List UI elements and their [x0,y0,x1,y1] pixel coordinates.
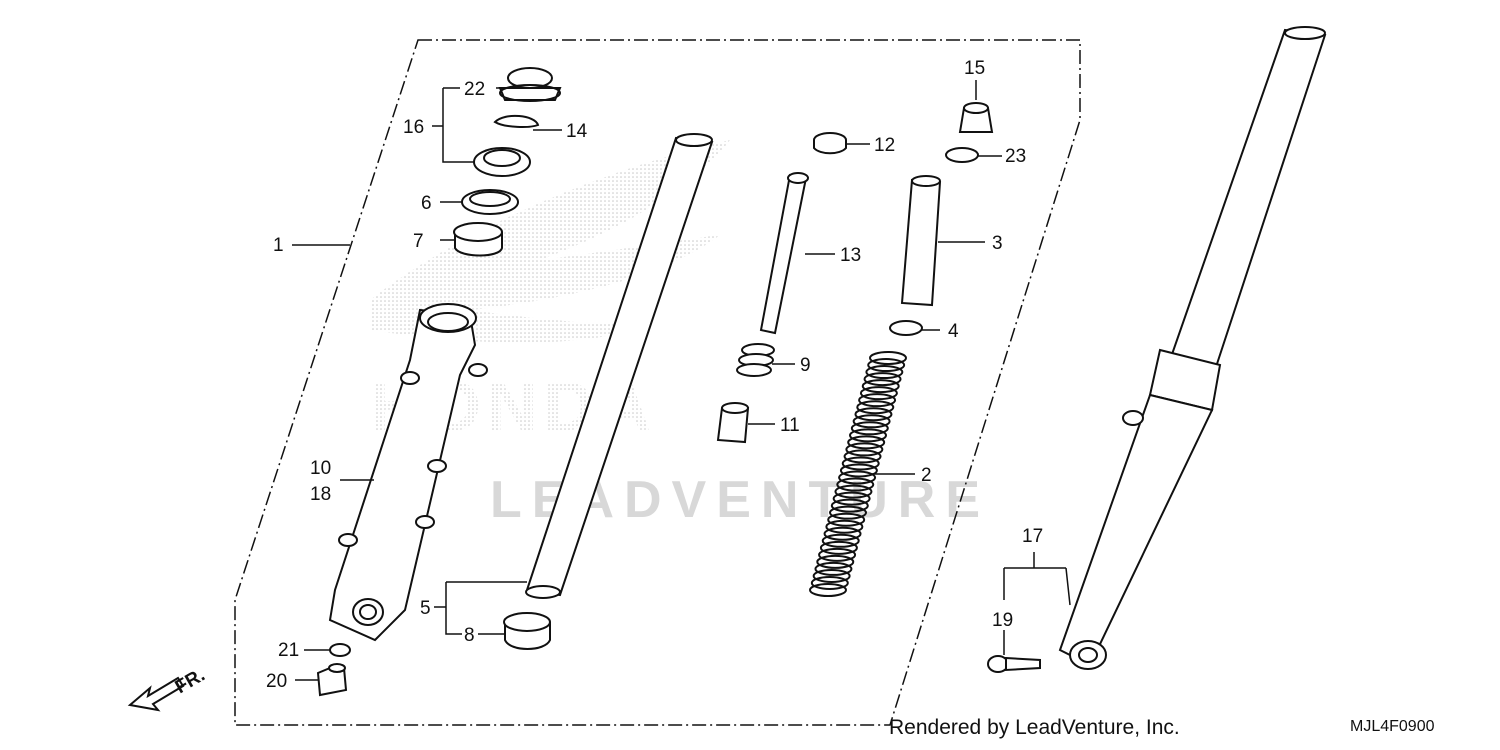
spring-coil [843,449,882,464]
spring-coil [845,442,884,457]
label-part-11: 11 [780,415,800,436]
label-part-18: 18 [310,484,331,505]
spring-coil [825,519,864,534]
label-part-2: 2 [921,465,932,486]
spring-coil [865,365,904,380]
spring-coil [859,386,898,401]
spring-coil [854,407,893,422]
part-number-labels: 1 2 3 4 5 6 7 8 9 10 11 12 13 14 15 16 1… [266,58,1043,692]
label-part-23: 23 [1005,146,1026,167]
label-part-14: 14 [566,121,588,142]
spring-coil [847,435,886,450]
spring-coil [841,456,880,471]
front-direction-arrow-icon: FR. [127,665,209,712]
part-3-spacer-pipe [900,175,942,307]
spring-coil [814,561,853,576]
spring-coil [809,583,847,597]
spring-coil [827,512,866,527]
assembly-boundary [234,39,1081,726]
spring-coil [850,421,889,436]
spring-coil [858,393,897,408]
spring-coil [830,498,869,513]
spring-coil [821,533,860,548]
part-14-clip [493,114,540,128]
label-part-19: 19 [992,610,1013,631]
label-part-12: 12 [874,135,895,156]
part-11-oil-lock-piece [716,402,750,444]
spring-coil [816,554,855,569]
spring-coil [839,463,878,478]
label-part-3: 3 [992,233,1003,254]
part-15-fork-bolt [958,102,994,133]
spring-coil [861,379,900,394]
spring-coil [832,491,871,506]
spring-coil [856,400,895,415]
label-part-7: 7 [413,231,424,252]
part-23-o-ring [945,147,979,163]
spring-coil [812,568,851,583]
label-part-20: 20 [266,671,287,692]
spring-coil [849,428,887,443]
label-part-13: 13 [840,245,861,266]
direction-label: FR. [172,665,209,698]
part-9-rebound-spring [736,343,775,377]
part-19-flange-bolt [987,655,1041,673]
part-8-slider-bushing [503,612,551,650]
label-part-10: 10 [310,458,331,479]
part-16-oil-seal [473,147,531,177]
label-part-22: 22 [464,79,485,100]
label-part-15: 15 [964,58,985,79]
spring-coil [829,505,867,520]
spring-coil [863,372,902,387]
label-part-17: 17 [1022,526,1043,547]
label-part-8: 8 [464,625,475,646]
leader-lines [292,80,1071,681]
spring-coil [810,575,849,590]
spring-coil [852,414,891,429]
part-22-dust-seal [498,67,562,102]
part-12-piston-ring [813,132,847,155]
label-part-6: 6 [421,193,432,214]
part-4-spring-seat [889,320,923,336]
part-7-bushing [453,222,503,257]
label-part-5: 5 [420,598,431,619]
spring-coil [818,547,857,562]
spring-coil [869,351,907,365]
rendered-by-credit: Rendered by LeadVenture, Inc. [889,716,1180,739]
part-2-fork-spring [809,351,907,597]
assembled-front-fork [1058,26,1327,670]
label-part-1: 1 [273,235,284,256]
label-part-9: 9 [800,355,811,376]
label-part-21: 21 [278,640,299,661]
diagram-code: MJL4F0900 [1350,718,1435,735]
part-21-washer [329,643,351,657]
label-part-4: 4 [948,321,959,342]
spring-coil [834,484,873,499]
spring-coil [867,358,906,373]
part-10-18-fork-slider [328,303,488,642]
spring-coil [823,526,862,541]
part-13-damper-rod [759,172,809,335]
spring-coil [838,470,877,485]
part-20-socket-bolt [316,663,348,697]
part-6-washer [461,189,519,215]
spring-coil [836,477,875,492]
label-part-16: 16 [403,117,424,138]
spring-coil [819,540,858,555]
part-5-fork-pipe [525,133,714,599]
